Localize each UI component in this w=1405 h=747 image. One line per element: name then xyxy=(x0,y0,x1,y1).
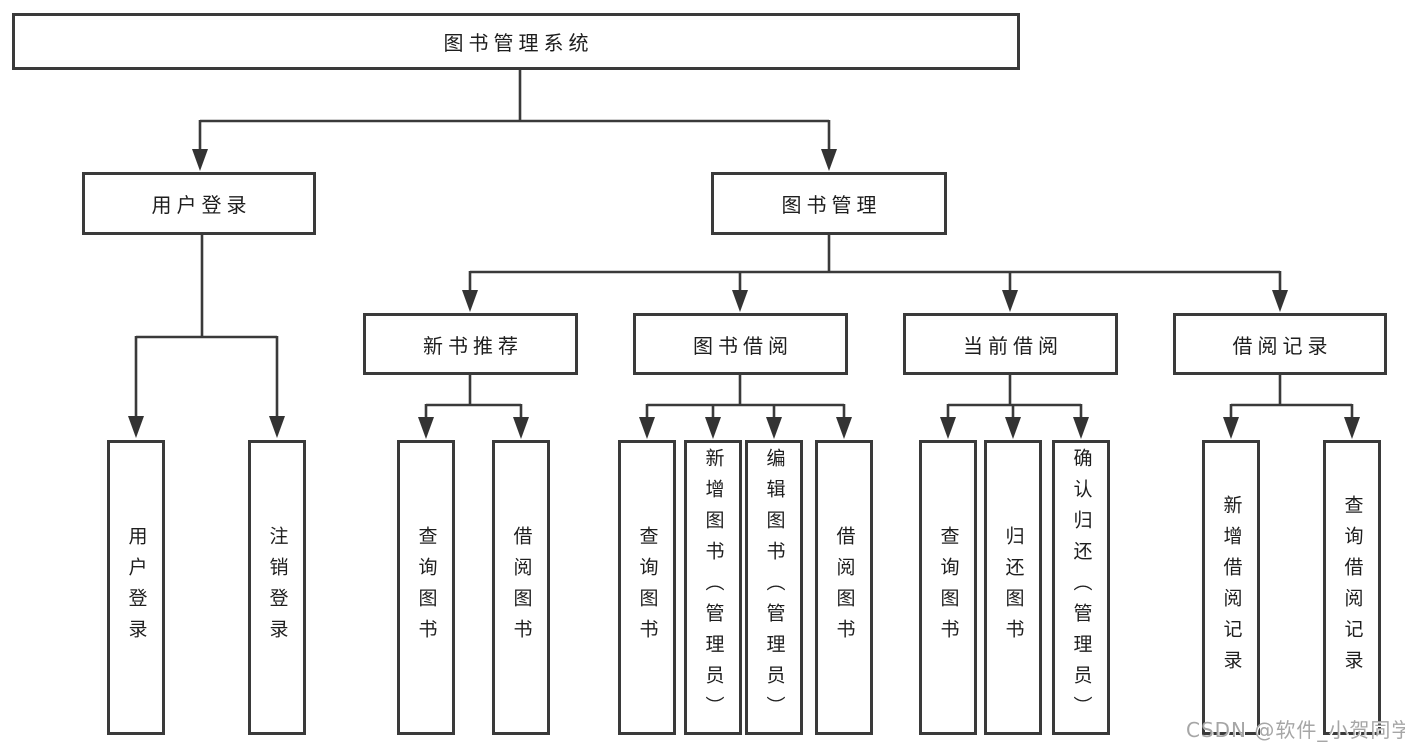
leaf-label: 查询图书 xyxy=(415,525,438,650)
leaf-query-books-current: 查询图书 xyxy=(919,440,977,735)
arrowhead-icon xyxy=(732,290,748,312)
leaf-query-borrow-record: 查询借阅记录 xyxy=(1323,440,1381,735)
leaf-label: 查询图书 xyxy=(636,525,659,650)
node-root: 图书管理系统 xyxy=(12,13,1020,70)
arrowhead-icon xyxy=(1002,290,1018,312)
leaf-return-books: 归还图书 xyxy=(984,440,1042,735)
leaf-borrow-books-recommend: 借阅图书 xyxy=(492,440,550,735)
arrowhead-icon xyxy=(1073,417,1089,439)
leaf-query-books-recommend: 查询图书 xyxy=(397,440,455,735)
leaf-user-login: 用户登录 xyxy=(107,440,165,735)
node-borrow-records: 借阅记录 xyxy=(1173,313,1387,375)
leaf-label: 注销登录 xyxy=(266,525,289,650)
arrowhead-icon xyxy=(940,417,956,439)
leaf-label: 归还图书 xyxy=(1002,525,1025,650)
arrowhead-icon xyxy=(766,417,782,439)
arrowhead-icon xyxy=(705,417,721,439)
node-book-borrow: 图书借阅 xyxy=(633,313,848,375)
watermark: CSDN @软件_小贺同学 xyxy=(1186,718,1405,742)
leaf-label: 查询图书 xyxy=(937,525,960,650)
leaf-label: 查询借阅记录 xyxy=(1341,494,1364,681)
leaf-label: 新增借阅记录 xyxy=(1220,494,1243,681)
leaf-borrow-books: 借阅图书 xyxy=(815,440,873,735)
arrowhead-icon xyxy=(1272,290,1288,312)
edge-userlogin-leaves xyxy=(134,235,279,421)
arrowhead-icon xyxy=(639,417,655,439)
edge-leaf-drops xyxy=(424,404,1354,422)
arrowhead-icon xyxy=(1344,417,1360,439)
leaf-label: 确认归还（管理员） xyxy=(1070,448,1093,727)
edge-bookmgmt-level3 xyxy=(468,235,1282,296)
edge-level3-branches xyxy=(426,375,1352,407)
edge-root-level2 xyxy=(198,70,831,154)
leaf-label: 借阅图书 xyxy=(833,525,856,650)
leaf-logout: 注销登录 xyxy=(248,440,306,735)
node-book-management: 图书管理 xyxy=(711,172,947,235)
arrowhead-icon xyxy=(418,417,434,439)
leaf-label: 新增图书（管理员） xyxy=(702,448,725,727)
arrowhead-icon xyxy=(1223,417,1239,439)
arrowhead-icon xyxy=(836,417,852,439)
leaf-label: 编辑图书（管理员） xyxy=(763,448,786,727)
arrowhead-icon xyxy=(462,290,478,312)
leaf-label: 用户登录 xyxy=(125,525,148,650)
leaf-add-borrow-record: 新增借阅记录 xyxy=(1202,440,1260,735)
leaf-edit-books-admin: 编辑图书（管理员） xyxy=(745,440,803,735)
arrowhead-icon xyxy=(513,417,529,439)
arrowhead-icon xyxy=(269,416,285,438)
node-current-borrow: 当前借阅 xyxy=(903,313,1118,375)
arrowhead-icon xyxy=(821,149,837,171)
leaf-query-books-borrow: 查询图书 xyxy=(618,440,676,735)
arrowhead-icon xyxy=(128,416,144,438)
arrowhead-icon xyxy=(1005,417,1021,439)
node-new-book-recommend: 新书推荐 xyxy=(363,313,578,375)
arrowhead-icon xyxy=(192,149,208,171)
leaf-confirm-return-admin: 确认归还（管理员） xyxy=(1052,440,1110,735)
leaf-label: 借阅图书 xyxy=(510,525,533,650)
node-user-login: 用户登录 xyxy=(82,172,316,235)
leaf-add-books-admin: 新增图书（管理员） xyxy=(684,440,742,735)
